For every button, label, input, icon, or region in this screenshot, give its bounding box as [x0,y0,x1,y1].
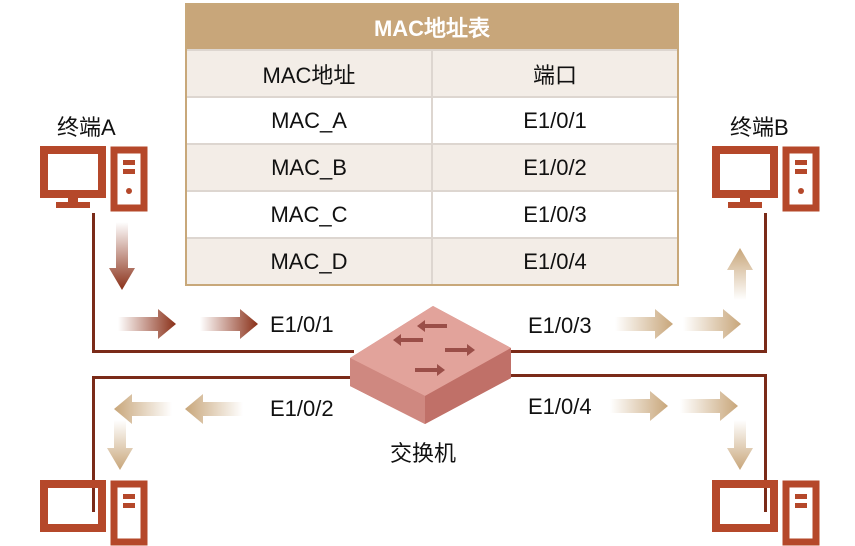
column-header-port: 端口 [431,51,677,96]
switch-icon [350,306,511,424]
computer-icon-terminal-a [40,146,148,212]
mac-cell: MAC_B [271,154,347,180]
terminal-a-label: 终端A [57,115,116,140]
arrow-right-icon [200,309,258,339]
cable-terminal-b-vertical [764,213,767,353]
port-cell: E1/0/1 [431,98,677,143]
mac-table-title: MAC地址表 [187,5,677,49]
cable-terminal-d-vertical [764,374,767,512]
cable-terminal-d-horizontal [505,374,767,377]
cable-terminal-a-horizontal [92,350,354,353]
table-row: MAC_A E1/0/1 [187,96,677,143]
arrow-left-icon [185,394,243,424]
port-cell: E1/0/2 [431,145,677,190]
port-label-e1-0-2: E1/0/2 [270,396,334,421]
mac-cell: MAC_D [270,248,348,274]
cable-terminal-a-vertical [92,213,95,353]
table-row: MAC_D E1/0/4 [187,237,677,284]
cable-terminal-c-horizontal [92,376,354,379]
arrow-up-icon [727,248,753,300]
arrow-right-icon [118,309,176,339]
table-row: MAC_B E1/0/2 [187,143,677,190]
cable-terminal-b-horizontal [505,350,767,353]
cable-terminal-c-vertical [92,376,95,512]
arrow-left-icon [114,394,172,424]
arrow-right-icon [683,309,741,339]
port-label-e1-0-4: E1/0/4 [528,394,592,419]
arrow-down-icon [727,420,753,470]
arrow-right-icon [610,391,668,421]
port-label-e1-0-1: E1/0/1 [270,312,334,337]
arrow-down-icon [109,222,135,290]
table-row: MAC_C E1/0/3 [187,190,677,237]
mac-table-header-row: MAC地址 端口 [187,49,677,96]
switch-label: 交换机 [390,441,457,466]
arrow-right-icon [615,309,673,339]
mac-address-table: MAC地址表 MAC地址 端口 MAC_A E1/0/1 MAC_B E1/0/… [185,3,679,286]
computer-icon-terminal-b [712,146,820,212]
mac-cell: MAC_C [270,201,348,227]
port-cell: E1/0/3 [431,192,677,237]
port-cell: E1/0/4 [431,239,677,284]
port-label-e1-0-3: E1/0/3 [528,313,592,338]
arrow-right-icon [680,391,738,421]
column-header-mac: MAC地址 [262,62,356,88]
terminal-b-label: 终端B [730,115,789,140]
mac-cell: MAC_A [271,107,347,133]
flow-arrows [107,222,753,470]
arrow-down-icon [107,420,133,470]
